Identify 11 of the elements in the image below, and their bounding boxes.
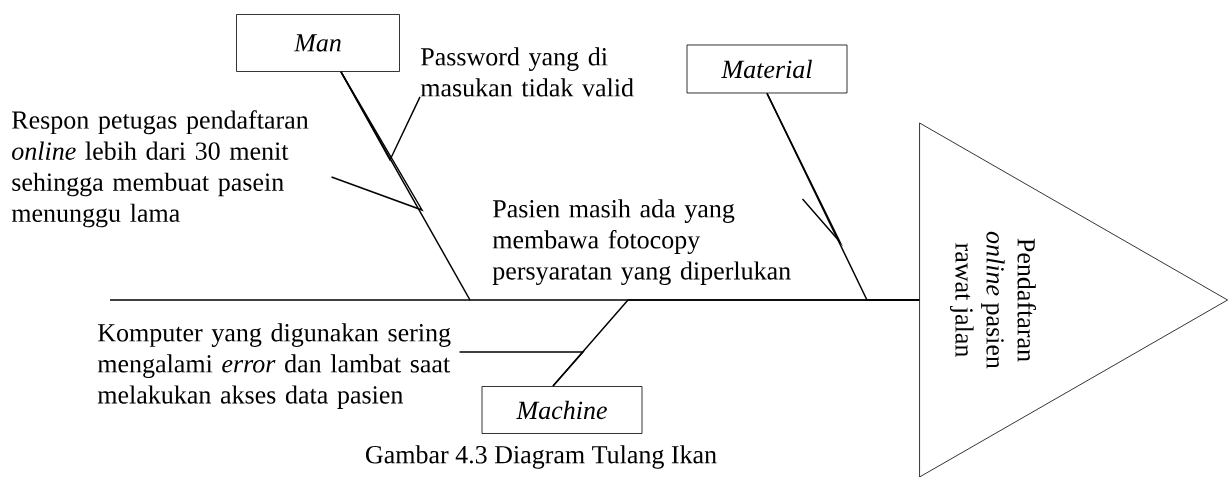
cause-text: Komputer yang digunakan sering mengalami error dan lambat saat melakukan akses data pasien <box>97 323 451 409</box>
category-box: Material <box>686 44 848 94</box>
cause-text: Pasien masih ada yang membawa fotocopy persyaratan yang diperlukan <box>492 199 791 286</box>
category-box: Man <box>236 14 400 72</box>
cause-text: Password yang di masukan tidak valid <box>420 47 634 97</box>
sub-bone-line <box>766 92 844 247</box>
sub-bone-line <box>458 351 585 387</box>
cause-text: Respon petugas pendaftaran online lebih dari 30 menit sehingga membuat pasein menunggu lama <box>11 110 309 228</box>
sub-bone-line <box>330 71 424 212</box>
caption: Gambar 4.3 Diagram Tulang Ikan <box>366 445 717 469</box>
category-box: Machine <box>481 386 643 434</box>
